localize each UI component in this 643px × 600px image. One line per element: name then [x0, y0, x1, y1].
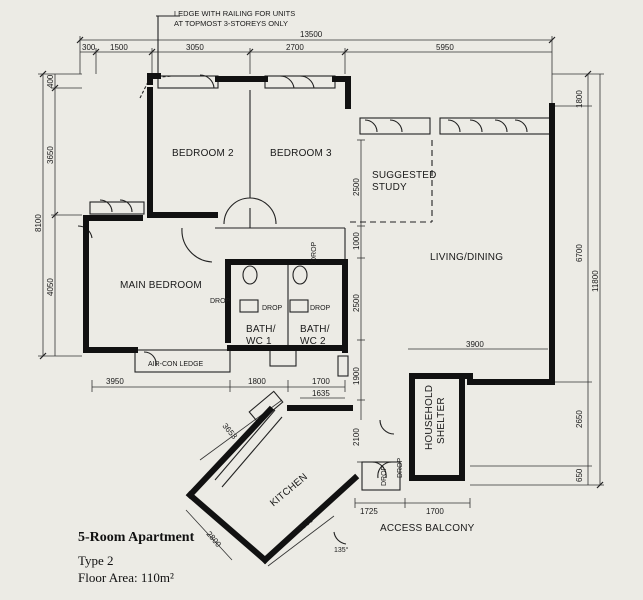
note-line-1: LEDGE WITH RAILING FOR UNITS: [174, 9, 295, 18]
label-kitchen: KITCHEN: [268, 472, 310, 510]
label-access-balcony: ACCESS BALCONY: [380, 523, 475, 534]
label-drop: DROP: [210, 298, 231, 305]
label-study-2: STUDY: [372, 182, 407, 193]
dim-left: 3650: [46, 146, 55, 164]
dim-inner: 1725: [360, 507, 378, 516]
dim-inner: 1700: [426, 507, 444, 516]
interior-lines: [77, 15, 551, 545]
dim-inner: 1635: [312, 389, 330, 398]
dimension-ticks: [39, 36, 604, 489]
dim-left: 400: [46, 74, 55, 88]
dim-top: 300: [82, 43, 96, 52]
dim-inner: 2500: [352, 178, 361, 196]
dim-right: 2650: [575, 410, 584, 428]
dim-inner: 3900: [466, 340, 484, 349]
dim-right: 6700: [575, 244, 584, 262]
dim-right: 11800: [591, 270, 600, 292]
dim-inner: 2800: [204, 530, 223, 550]
dimension-labels: 13500 300 1500 3050 2700 5950 400 3650 8…: [34, 30, 600, 549]
label-drop: DROP: [397, 457, 404, 478]
label-bath2-a: BATH/: [300, 324, 330, 335]
dim-top: 1500: [110, 43, 128, 52]
plan-floor-area: Floor Area: 110m²: [78, 570, 174, 585]
dim-right: 1800: [575, 90, 584, 108]
label-drop: DROP: [311, 241, 318, 262]
plan-type: Type 2: [78, 553, 114, 568]
dim-top: 5950: [436, 43, 454, 52]
label-shelter-2: SHELTER: [436, 397, 447, 444]
dim-inner: 2100: [352, 428, 361, 446]
dim-inner: 3950: [106, 377, 124, 386]
label-study-1: SUGGESTED: [372, 170, 437, 181]
label-bath1-b: WC 1: [246, 336, 272, 347]
walls: [83, 73, 555, 565]
dim-inner: 2500: [352, 294, 361, 312]
dimension-lines: [38, 36, 604, 567]
label-angle: 135°: [334, 546, 349, 554]
label-bedroom-2: BEDROOM 2: [172, 148, 234, 159]
label-shelter-1: HOUSEHOLD: [424, 385, 435, 450]
note-line-2: AT TOPMOST 3-STOREYS ONLY: [174, 19, 288, 28]
label-bedroom-3: BEDROOM 3: [270, 148, 332, 159]
dim-inner: 1900: [352, 367, 361, 385]
label-drop: DROP: [262, 305, 283, 312]
room-labels: BEDROOM 2 BEDROOM 3 SUGGESTED STUDY MAIN…: [120, 9, 503, 554]
plan-title: 5-Room Apartment: [78, 530, 195, 545]
dim-top: 2700: [286, 43, 304, 52]
label-aircon-ledge: AIR-CON LEDGE: [148, 361, 204, 368]
label-drop: DROP: [381, 465, 388, 486]
dim-left: 4050: [46, 278, 55, 296]
dim-inner: 3653: [220, 422, 239, 442]
label-living-dining: LIVING/DINING: [430, 252, 503, 263]
label-drop: DROP: [310, 305, 331, 312]
dim-inner: 1800: [248, 377, 266, 386]
label-bath1-a: BATH/: [246, 324, 276, 335]
label-bath2-b: WC 2: [300, 336, 326, 347]
dim-overall: 13500: [300, 30, 323, 39]
dim-inner: 1700: [312, 377, 330, 386]
dim-right: 650: [575, 468, 584, 482]
dim-inner: 1000: [352, 232, 361, 250]
dim-top: 3050: [186, 43, 204, 52]
dim-left: 8100: [34, 214, 43, 232]
label-main-bedroom: MAIN BEDROOM: [120, 280, 202, 291]
